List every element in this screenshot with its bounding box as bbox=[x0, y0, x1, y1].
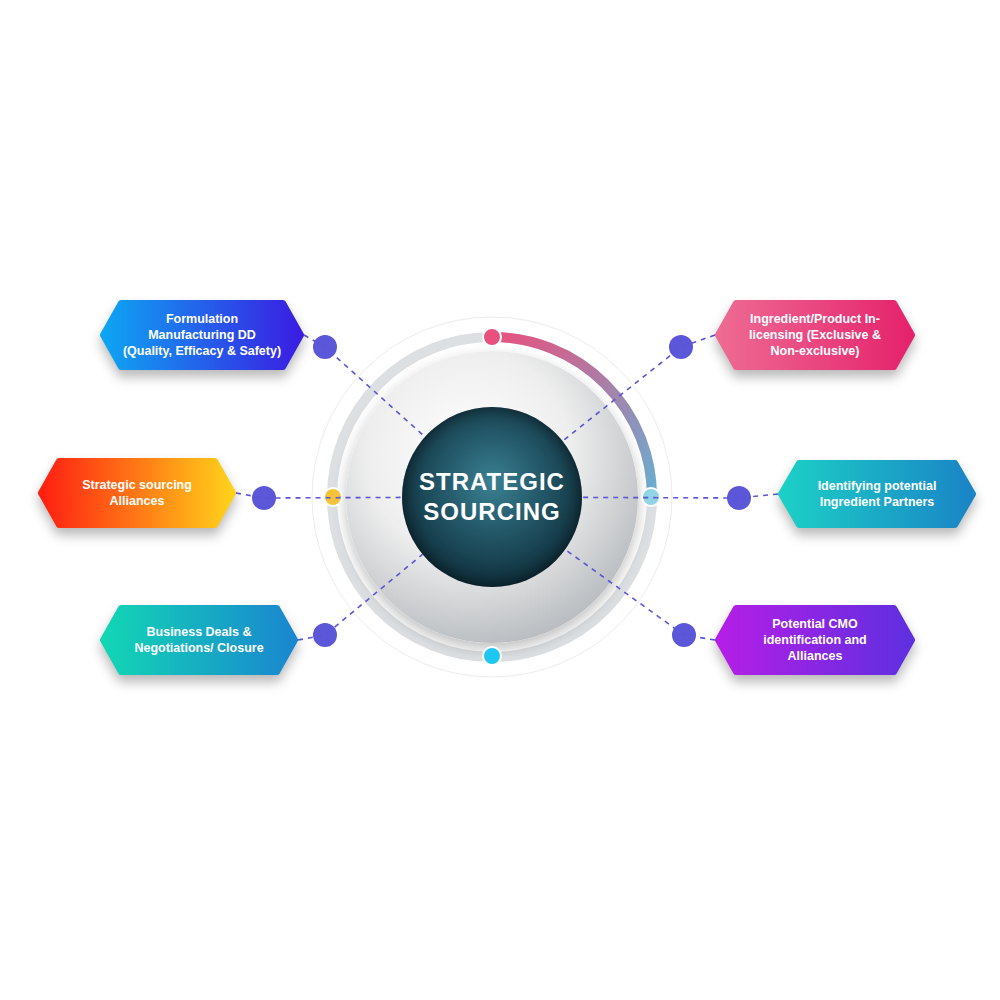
dashed-connector bbox=[565, 550, 715, 641]
hexagon-shape bbox=[38, 458, 236, 528]
hexagon-shape bbox=[778, 460, 976, 528]
hexagon-outline bbox=[718, 303, 912, 367]
hexagon-outline bbox=[718, 608, 912, 672]
hexagon-outline bbox=[103, 608, 295, 672]
box-label: Strategic sourcing Alliances bbox=[60, 477, 214, 510]
box-label: Identifying potential Ingredient Partner… bbox=[800, 478, 954, 511]
center-title: STRATEGIC SOURCING bbox=[417, 467, 567, 527]
hexagon-outline bbox=[41, 461, 233, 525]
dashed-connector bbox=[582, 494, 778, 498]
box-label: Ingredient/Product In-licensing (Exclusi… bbox=[737, 311, 893, 360]
connector-dot bbox=[313, 623, 337, 647]
ring-dot bbox=[483, 328, 501, 346]
hexagon-label-box: Strategic sourcing Alliances bbox=[38, 458, 236, 528]
box-label: Formulation Manufacturing DD (Quality, E… bbox=[122, 311, 282, 360]
dashed-connector bbox=[236, 493, 402, 498]
ring-dot bbox=[483, 647, 501, 665]
hexagon-label-box: Formulation Manufacturing DD (Quality, E… bbox=[100, 300, 304, 370]
dashed-connector bbox=[563, 335, 716, 441]
hexagon-label-box: Identifying potential Ingredient Partner… bbox=[778, 460, 976, 528]
hexagon-outline bbox=[103, 303, 301, 367]
hexagon-shape bbox=[100, 605, 298, 675]
dashed-connector bbox=[298, 554, 423, 640]
hexagon-label-box: Business Deals & Negotiations/ Closure bbox=[100, 605, 298, 675]
connector-dot bbox=[727, 486, 751, 510]
hexagon-label-box: Potential CMO identification and Allianc… bbox=[715, 605, 915, 675]
hexagon-outline bbox=[781, 463, 973, 525]
box-label: Potential CMO identification and Allianc… bbox=[737, 616, 893, 665]
connector-dot bbox=[252, 486, 276, 510]
hexagon-label-box: Ingredient/Product In-licensing (Exclusi… bbox=[715, 300, 915, 370]
connector-dot bbox=[669, 335, 693, 359]
box-label: Business Deals & Negotiations/ Closure bbox=[122, 624, 276, 657]
iris-circle: STRATEGIC SOURCING bbox=[402, 407, 582, 587]
dashed-connector bbox=[304, 335, 425, 437]
